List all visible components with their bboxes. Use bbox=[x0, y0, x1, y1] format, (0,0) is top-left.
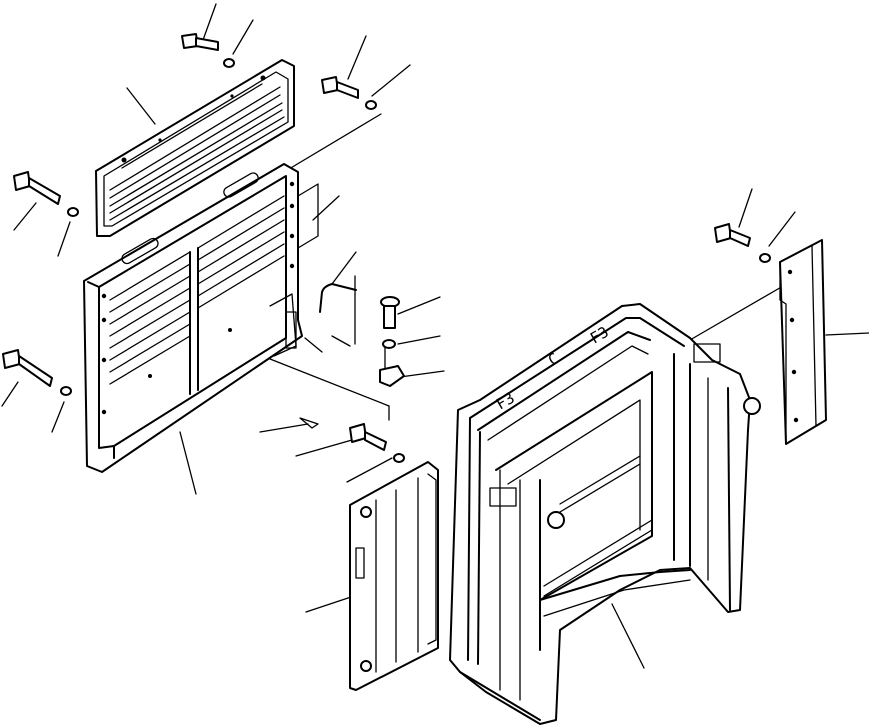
side-plate bbox=[779, 239, 827, 445]
upper-grille-panel bbox=[95, 59, 295, 237]
bolt-group bbox=[2, 33, 771, 463]
side-door-panel bbox=[349, 461, 439, 691]
leader-lines bbox=[1, 3, 869, 669]
main-frame: F3 C F3 bbox=[449, 303, 761, 725]
front-grille-assembly bbox=[83, 163, 319, 473]
